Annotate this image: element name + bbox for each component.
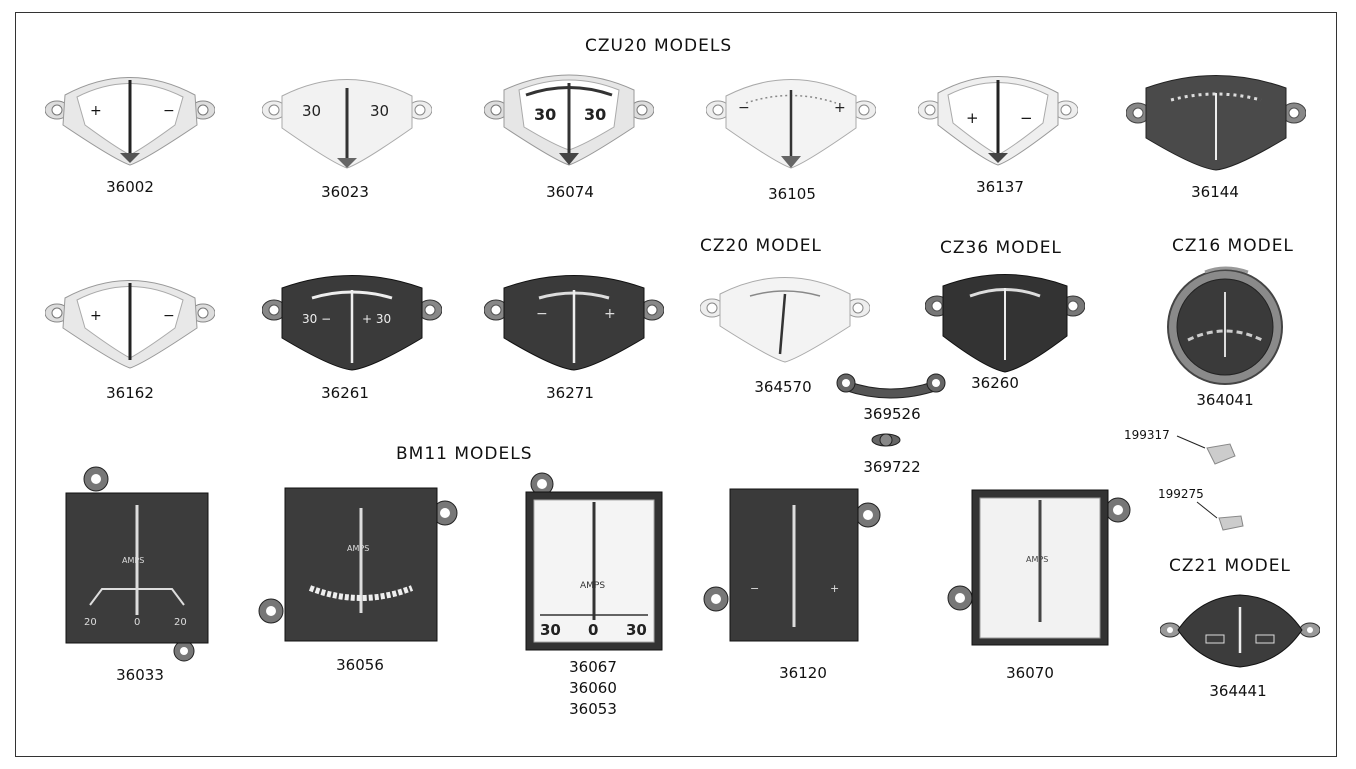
gauge-364041-image [1160, 262, 1290, 387]
zero-label: 0 [134, 617, 140, 628]
part-369526: 369526 [863, 405, 921, 423]
gauge-36002-image: + − [45, 65, 215, 175]
part-36105: 36105 [768, 185, 816, 203]
plus30-label: + 30 [362, 312, 391, 326]
part-36260: 36260 [971, 374, 1019, 392]
meter-36120-image: − + [700, 487, 890, 647]
amps-label: AMPS [347, 544, 369, 553]
gauge-36144-image [1126, 68, 1306, 178]
bm11-heading: BM11 MODELS [396, 444, 533, 464]
part-199275: 199275 [1158, 487, 1204, 501]
leader-line-199317 [1175, 430, 1255, 470]
cz20-heading: CZ20 MODEL [700, 236, 822, 256]
part-36120: 36120 [779, 664, 827, 682]
minus-sign: − [750, 582, 759, 595]
plus30-label: 30 [626, 621, 647, 639]
part-36271: 36271 [546, 384, 594, 402]
minus30-label: 30 [540, 621, 561, 639]
meter-36056-image: AMPS [255, 483, 470, 648]
part-364441: 364441 [1209, 682, 1267, 700]
part-36033: 36033 [116, 666, 164, 684]
minus20-label: 20 [84, 617, 97, 628]
part-36002: 36002 [106, 178, 154, 196]
leader-line-199275 [1195, 500, 1255, 540]
gauge-364441-image [1160, 585, 1320, 675]
part-369722: 369722 [863, 458, 921, 476]
meter-36033-image: AMPS 20 0 20 [62, 465, 212, 665]
part-36074: 36074 [546, 183, 594, 201]
nut-369722-image [870, 428, 902, 452]
plus-sign: + [90, 103, 102, 119]
meter-36067-image: AMPS 30 0 30 [520, 470, 670, 655]
part-364041: 364041 [1196, 391, 1254, 409]
left-30-label: 30 [534, 105, 556, 124]
gauge-36260-image [925, 268, 1085, 378]
right-30-label: 30 [584, 105, 606, 124]
plus-sign: + [966, 109, 979, 127]
part-36023: 36023 [321, 183, 369, 201]
gauge-36023-image: 30 30 [262, 68, 432, 178]
cz16-heading: CZ16 MODEL [1172, 236, 1294, 256]
plus20-label: 20 [174, 617, 187, 628]
gauge-36271-image: − + [484, 268, 664, 378]
cz36-heading: CZ36 MODEL [940, 238, 1062, 258]
catalog-frame [15, 12, 1337, 757]
part-36070: 36070 [1006, 664, 1054, 682]
minus-sign: − [738, 100, 750, 116]
gauge-36074-image: 30 30 [484, 65, 654, 175]
plus-sign: + [604, 306, 616, 322]
gauge-36162-image: + − [45, 268, 215, 378]
plus30-label: 30 [370, 102, 389, 120]
part-36137: 36137 [976, 178, 1024, 196]
minus-sign: − [536, 306, 548, 322]
plus-sign: + [830, 582, 839, 595]
amps-label: AMPS [122, 556, 144, 565]
minus30-label: 30 − [302, 312, 331, 326]
part-36053: 36053 [569, 700, 617, 718]
part-36261: 36261 [321, 384, 369, 402]
minus-sign: − [163, 308, 175, 324]
czu20-heading: CZU20 MODELS [585, 36, 733, 56]
amps-label: AMPS [580, 581, 605, 591]
bracket-369526-image [836, 368, 946, 403]
minus-sign: − [1020, 109, 1033, 127]
part-36144: 36144 [1191, 183, 1239, 201]
part-36067: 36067 [569, 658, 617, 676]
gauge-36105-image: − + [706, 68, 876, 178]
cz21-heading: CZ21 MODEL [1169, 556, 1291, 576]
gauge-364570-image [700, 266, 870, 371]
amps-label: AMPS [1026, 555, 1048, 564]
plus-sign: + [834, 100, 846, 116]
part-36056: 36056 [336, 656, 384, 674]
part-364570: 364570 [754, 378, 812, 396]
part-36060: 36060 [569, 679, 617, 697]
zero-label: 0 [588, 621, 598, 639]
minus-sign: − [163, 103, 175, 119]
plus-sign: + [90, 308, 102, 324]
minus30-label: 30 [302, 102, 321, 120]
part-36162: 36162 [106, 384, 154, 402]
part-199317: 199317 [1124, 428, 1170, 442]
meter-36070-image: AMPS [940, 482, 1140, 652]
gauge-36261-image: 30 − + 30 [262, 268, 442, 378]
gauge-36137-image: + − [918, 65, 1078, 175]
